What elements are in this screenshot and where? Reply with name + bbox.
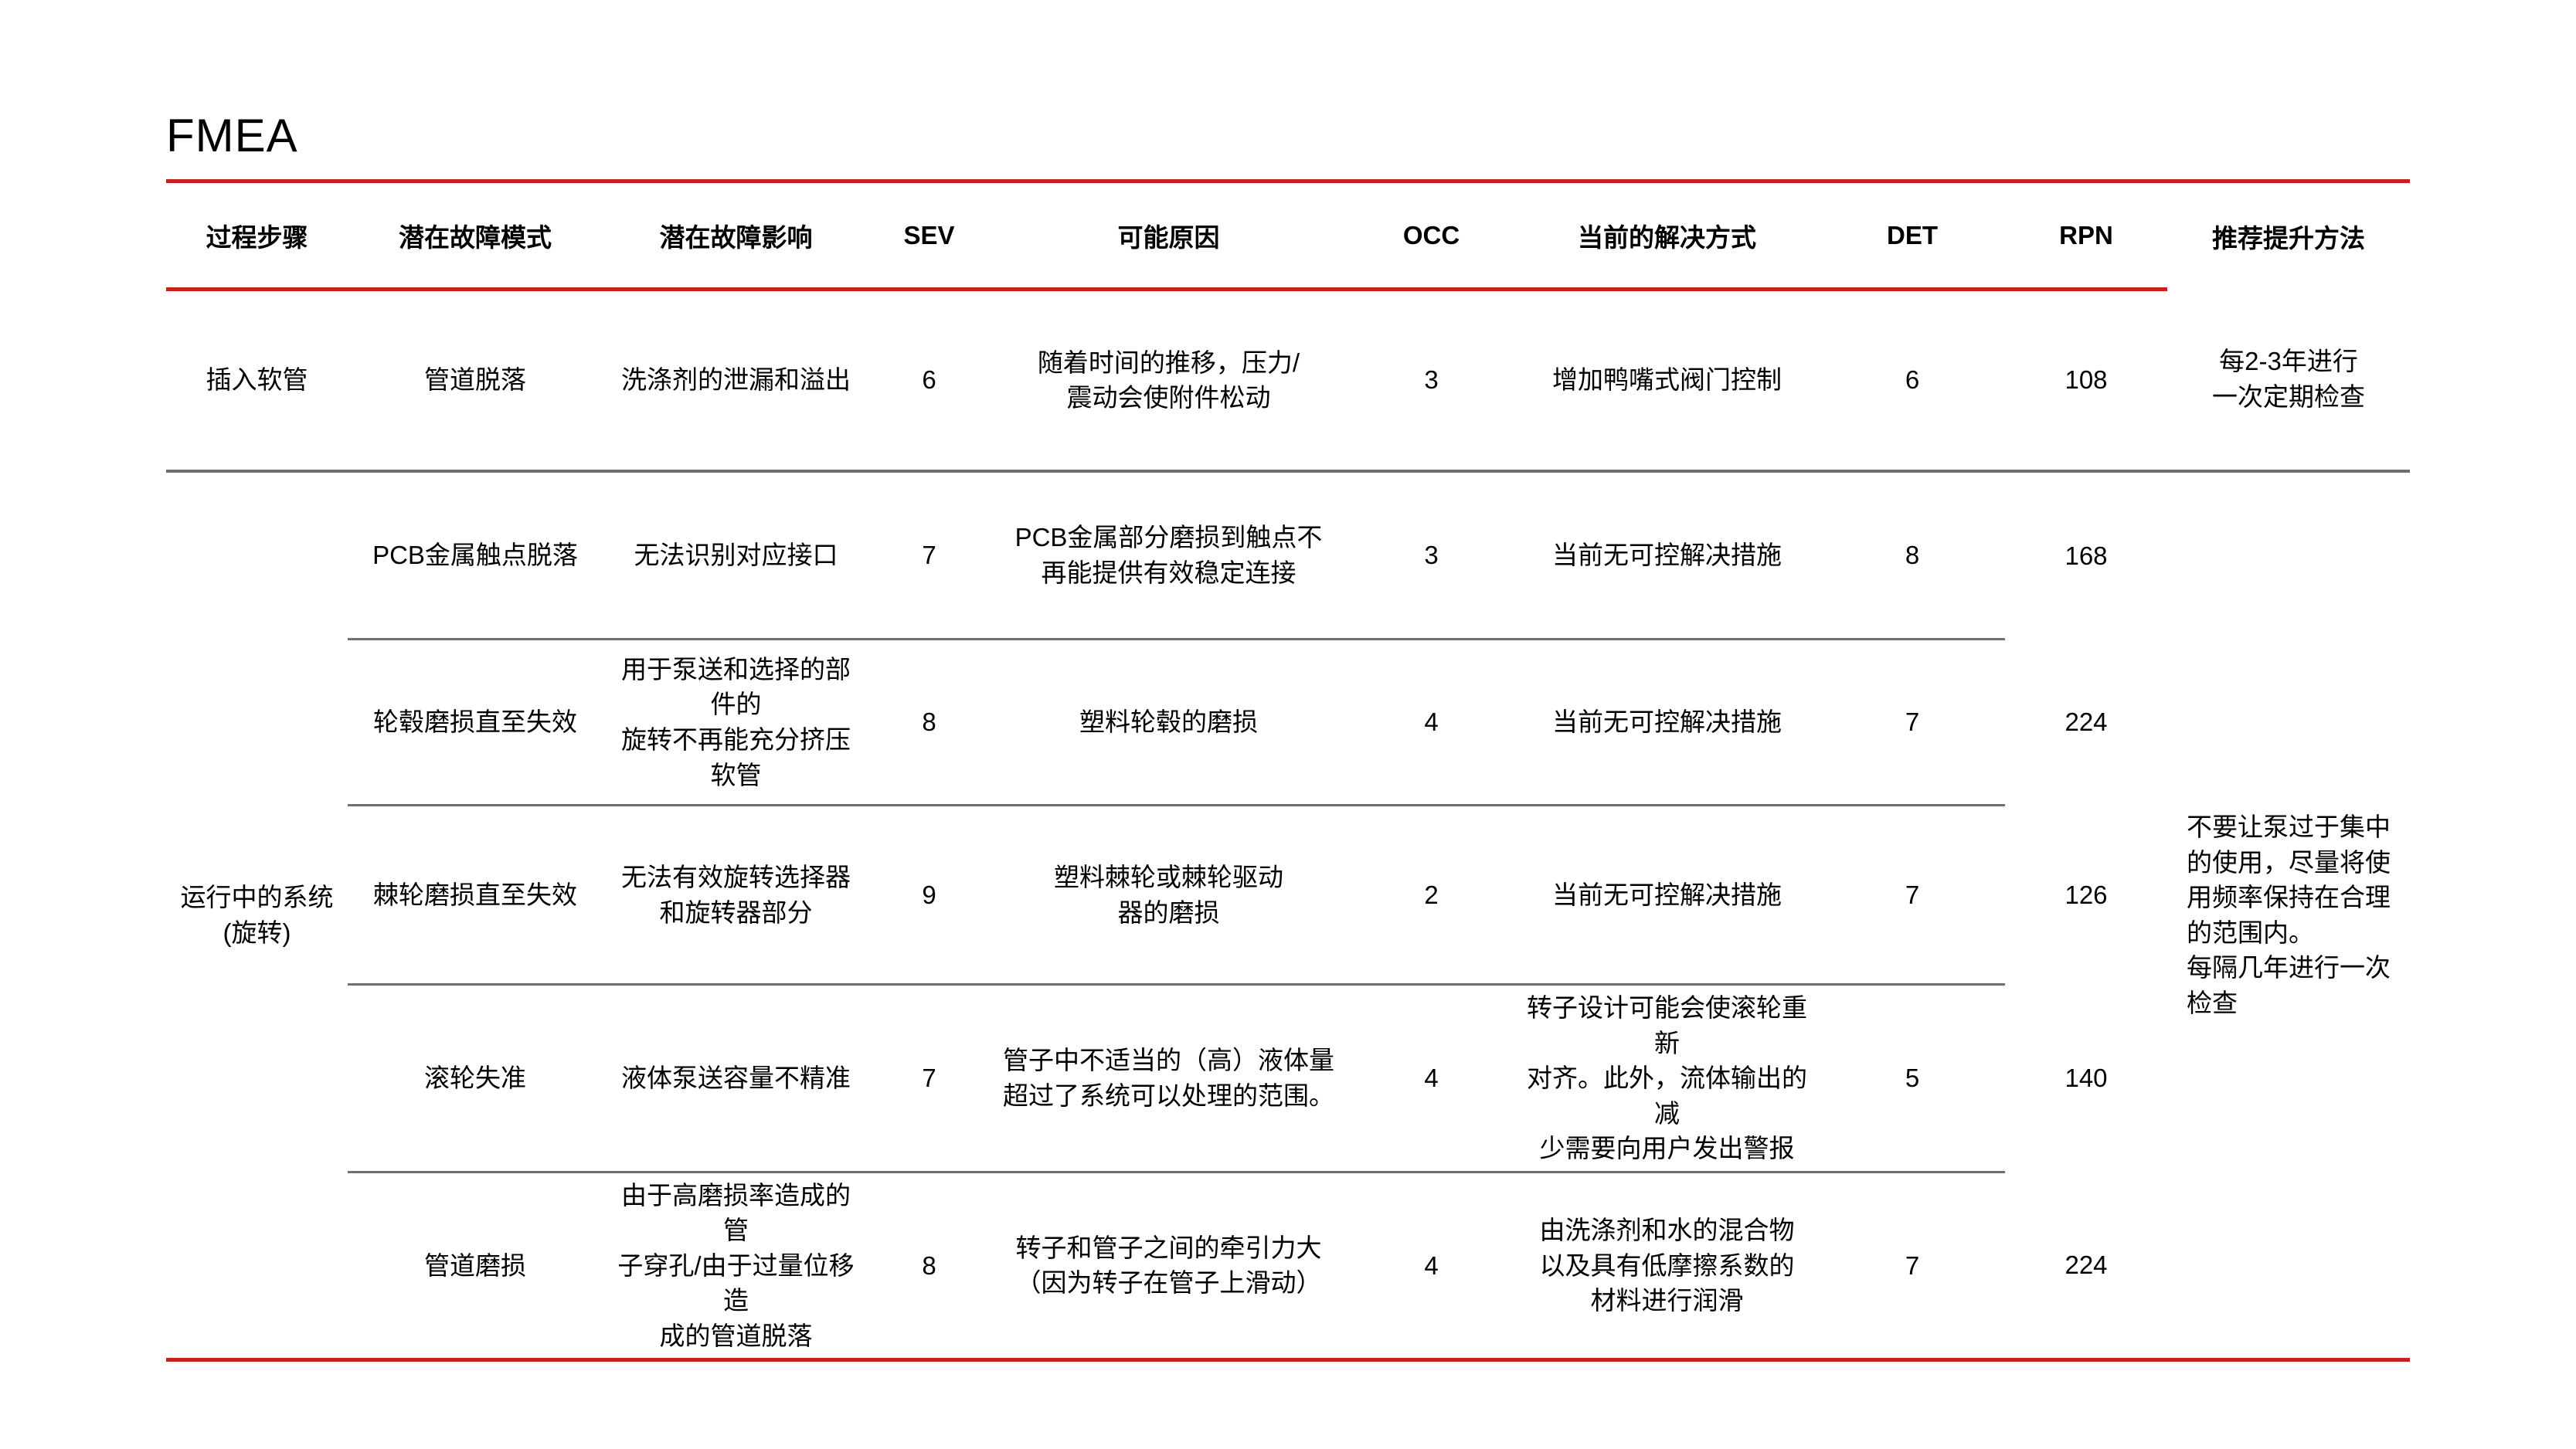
header-cause: 可能原因: [989, 183, 1348, 291]
cell-failure-effect: 无法识别对应接口: [603, 470, 869, 640]
cell-current-solution: 当前无可控解决措施: [1514, 805, 1820, 986]
cell-sev: 7: [869, 470, 989, 640]
cell-failure-mode: PCB金属触点脱落: [348, 470, 603, 640]
cell-occ: 4: [1348, 639, 1514, 806]
cell-det: 7: [1820, 1172, 2005, 1362]
cell-current-solution: 增加鸭嘴式阀门控制: [1514, 289, 1820, 473]
cell-occ: 4: [1348, 1172, 1514, 1362]
header-rpn: RPN: [2005, 183, 2167, 291]
cell-failure-effect: 液体泵送容量不精准: [603, 984, 869, 1173]
cell-occ: 3: [1348, 470, 1514, 640]
cell-failure-effect: 用于泵送和选择的部件的 旋转不再能充分挤压软管: [603, 639, 869, 806]
cell-det: 8: [1820, 470, 2005, 640]
cell-recommendation: 每2-3年进行 一次定期检查: [2167, 289, 2410, 473]
header-current-solution: 当前的解决方式: [1514, 183, 1820, 291]
cell-failure-mode: 轮毂磨损直至失效: [348, 639, 603, 806]
cell-occ: 4: [1348, 984, 1514, 1173]
header-failure-effect: 潜在故障影响: [603, 183, 869, 291]
cell-failure-mode: 管道脱落: [348, 289, 603, 473]
table-row: 棘轮磨损直至失效 无法有效旋转选择器 和旋转器部分 9 塑料棘轮或棘轮驱动 器的…: [166, 805, 2410, 986]
cell-current-solution: 当前无可控解决措施: [1514, 639, 1820, 806]
cell-rpn: 108: [2005, 289, 2167, 473]
cell-cause: 随着时间的推移，压力/ 震动会使附件松动: [989, 289, 1348, 473]
header-occ: OCC: [1348, 183, 1514, 291]
table-row: 管道磨损 由于高磨损率造成的管 子穿孔/由于过量位移造 成的管道脱落 8 转子和…: [166, 1172, 2410, 1362]
cell-det: 6: [1820, 289, 2005, 473]
table-row: 滚轮失准 液体泵送容量不精准 7 管子中不适当的（高）液体量 超过了系统可以处理…: [166, 984, 2410, 1173]
cell-det: 5: [1820, 984, 2005, 1173]
cell-failure-mode: 滚轮失准: [348, 984, 603, 1173]
cell-failure-effect: 无法有效旋转选择器 和旋转器部分: [603, 805, 869, 986]
cell-failure-mode: 管道磨损: [348, 1172, 603, 1362]
table-row: 运行中的系统 (旋转) PCB金属触点脱落 无法识别对应接口 7 PCB金属部分…: [166, 470, 2410, 1362]
cell-failure-effect: 由于高磨损率造成的管 子穿孔/由于过量位移造 成的管道脱落: [603, 1172, 869, 1362]
recommendation-text: 不要让泵过于集中 的使用，尽量将使 用频率保持在合理 的范围内。 每隔几年进行一…: [2187, 813, 2391, 1017]
cell-cause: 塑料棘轮或棘轮驱动 器的磨损: [989, 805, 1348, 986]
cell-cause: 塑料轮毂的磨损: [989, 639, 1348, 806]
table-row: 轮毂磨损直至失效 用于泵送和选择的部件的 旋转不再能充分挤压软管 8 塑料轮毂的…: [166, 639, 2410, 806]
cell-cause: 管子中不适当的（高）液体量 超过了系统可以处理的范围。: [989, 984, 1348, 1173]
cell-sev: 9: [869, 805, 989, 986]
cell-failure-effect: 洗涤剂的泄漏和溢出: [603, 289, 869, 473]
fmea-table: 过程步骤 潜在故障模式 潜在故障影响 SEV 可能原因 OCC 当前的解决方式 …: [166, 183, 2410, 1362]
cell-cause: 转子和管子之间的牵引力大 （因为转子在管子上滑动）: [989, 1172, 1348, 1362]
header-det: DET: [1820, 183, 2005, 291]
cell-failure-mode: 棘轮磨损直至失效: [348, 805, 603, 986]
cell-occ: 2: [1348, 805, 1514, 986]
cell-process-step: 插入软管: [166, 289, 348, 473]
cell-current-solution: 当前无可控解决措施: [1514, 470, 1820, 640]
cell-sev: 7: [869, 984, 989, 1173]
header-failure-mode: 潜在故障模式: [348, 183, 603, 291]
header-recommendation: 推荐提升方法: [2212, 223, 2365, 253]
header-sev: SEV: [869, 183, 989, 291]
cell-rpn: 168: [2065, 541, 2108, 570]
cell-recommendation: 不要让泵过于集中 的使用，尽量将使 用频率保持在合理 的范围内。 每隔几年进行一…: [2167, 470, 2410, 1362]
cell-rpn: 140: [2065, 1064, 2108, 1093]
cell-rpn: 126: [2065, 880, 2108, 909]
cell-current-solution: 转子设计可能会使滚轮重新 对齐。此外，流体输出的减 少需要向用户发出警报: [1514, 984, 1820, 1173]
table-row: 插入软管 管道脱落 洗涤剂的泄漏和溢出 6 随着时间的推移，压力/ 震动会使附件…: [166, 289, 2410, 473]
slide: FMEA 过程步骤 潜在故障模式 潜在故障影响 SEV 可能原因 OCC 当前的…: [166, 0, 2410, 1362]
cell-sev: 6: [869, 289, 989, 473]
table-header-row: 过程步骤 潜在故障模式 潜在故障影响 SEV 可能原因 OCC 当前的解决方式 …: [166, 183, 2410, 291]
cell-det: 7: [1820, 805, 2005, 986]
cell-current-solution: 由洗涤剂和水的混合物 以及具有低摩擦系数的 材料进行润滑: [1514, 1172, 1820, 1362]
title-block: FMEA: [166, 0, 2410, 183]
page-title: FMEA: [166, 110, 298, 161]
cell-process-step: 运行中的系统 (旋转): [166, 470, 348, 1362]
cell-occ: 3: [1348, 289, 1514, 473]
cell-cause: PCB金属部分磨损到触点不 再能提供有效稳定连接: [989, 470, 1348, 640]
cell-sev: 8: [869, 1172, 989, 1362]
cell-sev: 8: [869, 639, 989, 806]
cell-rpn: 224: [2005, 1172, 2167, 1362]
cell-rpn: 224: [2065, 708, 2108, 737]
header-process-step: 过程步骤: [166, 183, 348, 291]
cell-det: 7: [1820, 639, 2005, 806]
